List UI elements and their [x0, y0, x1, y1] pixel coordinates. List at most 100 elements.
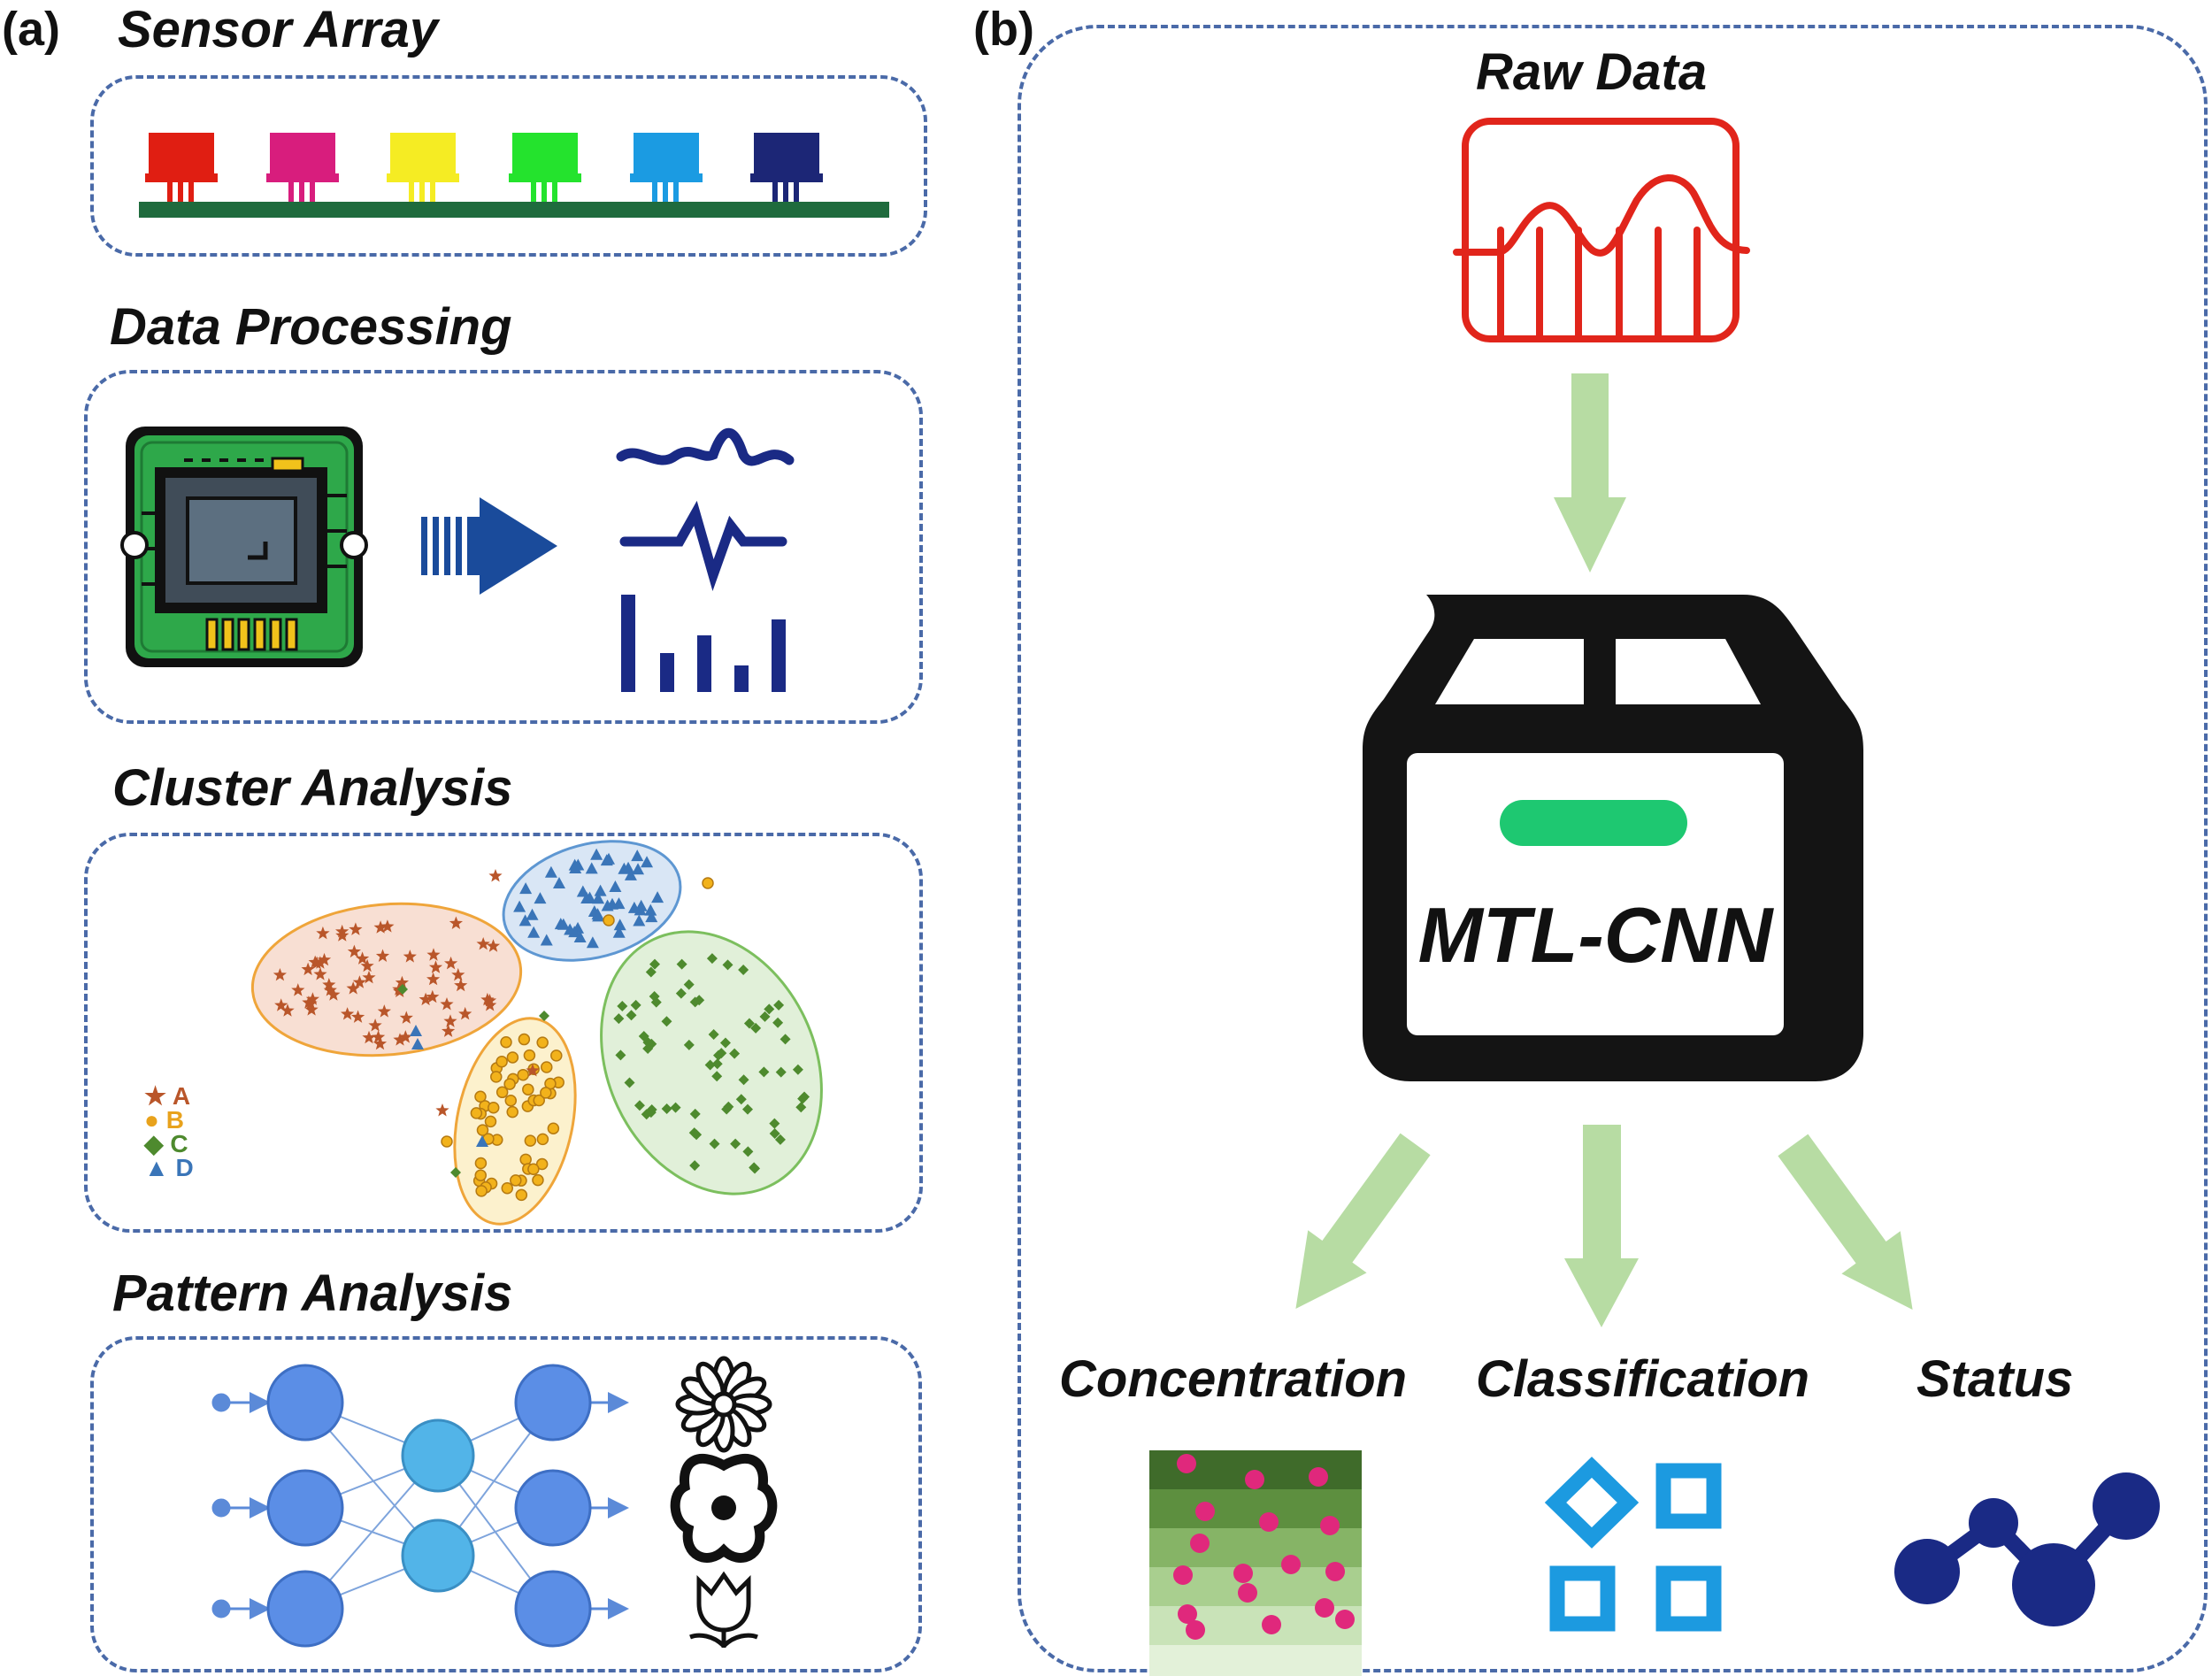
cluster-point-b: [515, 1188, 528, 1202]
cluster-point-b: [470, 1107, 483, 1119]
sensor-array-title: Sensor Array: [118, 1, 439, 58]
cluster-point-c: [706, 953, 718, 965]
cluster-point-d: [534, 892, 547, 904]
cluster-point-b: [532, 1173, 544, 1187]
cluster-point-d: [526, 908, 539, 920]
cluster-point-b: [518, 1033, 531, 1046]
flower-daisy-icon: [675, 1356, 772, 1453]
cluster-point-c: [397, 984, 408, 995]
cluster-point-a: [362, 970, 376, 984]
concentration-dot: [1315, 1598, 1334, 1618]
cluster-point-d: [592, 892, 605, 904]
cluster-point-a: [341, 1007, 355, 1020]
cluster-point-c: [772, 1017, 784, 1028]
cluster-point-d: [476, 1135, 488, 1147]
cluster-point-c: [764, 1003, 775, 1015]
cluster-point-c: [689, 1160, 701, 1172]
cluster-point-a: [444, 956, 458, 970]
cluster-point-c: [708, 1028, 719, 1040]
panel-a-label: (a): [2, 3, 60, 56]
cluster-point-d: [518, 914, 532, 926]
concentration-dot: [1259, 1512, 1279, 1532]
cluster-point-a: [362, 1030, 376, 1044]
cluster-point-c: [670, 1102, 681, 1113]
pattern-analysis-title: Pattern Analysis: [112, 1265, 513, 1322]
panel-b-label: (b): [973, 3, 1034, 56]
concentration-dot: [1320, 1516, 1340, 1535]
cluster-point-d: [583, 891, 596, 903]
cluster-point-a: [291, 983, 305, 996]
cluster-point-a: [335, 924, 349, 938]
cluster-point-a: [313, 967, 327, 980]
cluster-point-c: [758, 1066, 770, 1078]
flow-arrows: [1295, 373, 1913, 1327]
cluster-point-b: [503, 1078, 516, 1090]
cluster-point-b: [476, 1124, 489, 1136]
cluster-point-d: [586, 936, 599, 949]
output-concentration-label: Concentration: [1059, 1350, 1408, 1408]
flower-four-petal-icon: [670, 1453, 778, 1563]
nn-node: [514, 1570, 592, 1648]
cluster-point-c: [630, 999, 641, 1011]
legend-symbol-b: ●: [144, 1106, 159, 1134]
cluster-point-d: [552, 877, 565, 889]
cluster-point-d: [627, 901, 641, 913]
cluster-point-a: [356, 951, 370, 965]
legend-entry-d: ▲ D: [144, 1156, 194, 1180]
concentration-dot: [1325, 1562, 1345, 1581]
cluster-point-c: [742, 1146, 754, 1157]
cluster-point-c: [450, 1167, 461, 1178]
model-label: MTL-CNN: [1418, 891, 1775, 979]
cluster-point-c: [689, 1108, 701, 1119]
sensor-array-graphic: [139, 133, 889, 218]
cluster-point-c: [713, 1049, 725, 1061]
cluster-point-b: [536, 1036, 549, 1049]
cluster-point-c: [730, 1138, 741, 1149]
arrow-model-to-status: [1778, 1134, 1913, 1311]
cluster-point-b: [524, 1134, 537, 1147]
cluster-point-a: [403, 949, 417, 963]
cluster-point-d: [557, 918, 570, 930]
cluster-point-b: [550, 1049, 563, 1062]
cluster-point-a: [323, 983, 337, 996]
cluster-point-c: [675, 988, 687, 999]
concentration-dot: [1233, 1564, 1253, 1583]
status-icon: [1894, 1472, 2160, 1626]
cluster-point-b: [441, 1135, 453, 1148]
cluster-ellipse-a: [250, 902, 523, 1057]
model-status-bar: [1500, 800, 1687, 846]
classification-icon: [1544, 1457, 1722, 1632]
cluster-point-a: [273, 968, 287, 981]
legend-entry-a: ★ A: [144, 1084, 194, 1109]
cluster-point-a: [317, 952, 332, 966]
concentration-dot: [1178, 1604, 1197, 1624]
cluster-point-a: [399, 1011, 413, 1024]
cluster-point-a: [426, 972, 441, 986]
cluster-point-d: [568, 858, 581, 871]
arrow-model-to-concentration: [1295, 1133, 1431, 1310]
cluster-point-d: [601, 899, 614, 911]
cluster-point-a: [454, 978, 468, 992]
cluster-point-a: [395, 975, 409, 989]
classification-square-3: [1655, 1565, 1722, 1632]
cluster-point-a: [483, 998, 497, 1011]
cluster-point-a: [308, 955, 322, 968]
cluster-point-d: [618, 862, 631, 874]
legend-entry-b: ● B: [144, 1106, 194, 1134]
cluster-point-a: [280, 1003, 295, 1017]
cluster-point-c: [735, 1094, 747, 1105]
cluster-point-c: [741, 1103, 753, 1115]
sensor-1: [145, 133, 218, 202]
cluster-point-b: [523, 1049, 536, 1062]
cluster-point-b: [484, 1115, 497, 1128]
cluster-point-c: [539, 1011, 549, 1021]
cluster-point-a: [486, 939, 501, 952]
cluster-point-b: [536, 1133, 549, 1146]
cluster-point-a: [398, 1030, 412, 1043]
cluster-point-a: [301, 962, 315, 976]
cluster-point-a: [443, 1014, 457, 1027]
cluster-analysis-box: [84, 833, 923, 1233]
cluster-point-d: [544, 865, 557, 878]
cluster-point-d: [590, 848, 603, 860]
cluster-point-d: [594, 884, 607, 896]
